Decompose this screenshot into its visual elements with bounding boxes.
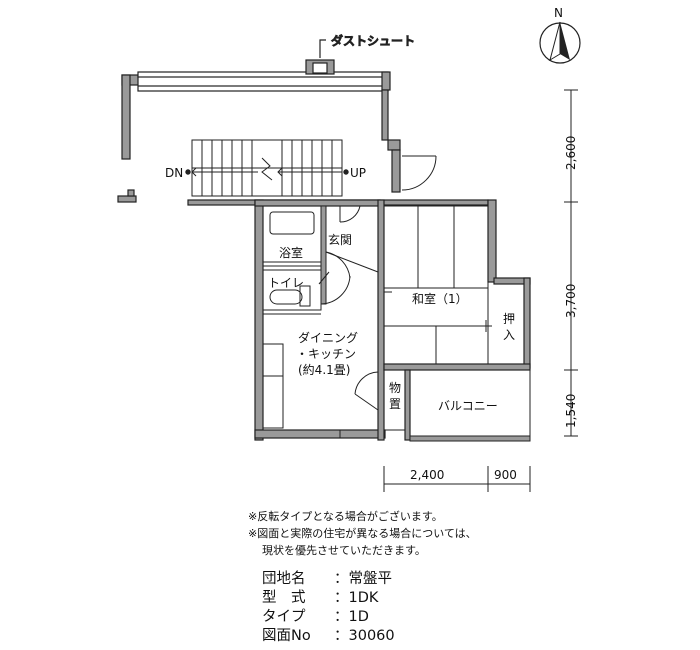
balcony [409,369,531,442]
dim-h-2: 900 [494,468,517,482]
toilet-room [262,269,351,315]
horizontal-dimension-line [383,466,531,492]
dk-label-line1: ダイニング [298,330,358,345]
dk-label-line3: (約4.1畳) [298,362,350,377]
dim-h-1: 2,400 [410,468,444,482]
washitsu-room [383,205,492,365]
floor-plan-drawing: ダストシュート DN UP [117,6,581,492]
balcony-label: バルコニー [438,399,498,413]
info-colon: ： [334,628,349,644]
stair-up-label: UP [350,166,366,180]
info-value: 1DK [348,590,379,606]
entrance-door [401,155,437,191]
vertical-dimension-line [564,89,578,437]
info-row-drawing-no: 図面No ： 30060 [262,627,395,646]
info-value: 30060 [348,628,395,644]
info-row-type-format: 型 式 ： 1DK [262,589,395,608]
north-label: N [554,6,563,20]
stair-down-label: DN [165,166,183,180]
dining-kitchen [262,343,379,438]
notes-block: ※反転タイプとなる場合がございます。 ※図面と実際の住宅が異なる場合については、… [248,508,477,559]
storage-label-top: 物 [389,381,401,395]
info-colon: ： [334,571,349,587]
genkan-area [325,205,379,279]
note-line-3: 現状を優先させていただきます。 [262,544,426,557]
storage-room [383,369,406,431]
corridor-walls [117,71,489,206]
info-value: 1D [348,609,369,625]
info-label: 団地名 [262,571,306,587]
info-table: 団地名 ： 常盤平 型 式 ： 1DK タイプ ： 1D 図面No ： 3006… [262,570,395,646]
info-row-danchi: 団地名 ： 常盤平 [262,570,395,589]
info-colon: ： [334,609,349,625]
washitsu-label: 和室（1） [412,291,468,306]
dim-v-2: 3,700 [564,284,578,318]
info-colon: ： [334,590,349,606]
dust-chute-label: ダストシュート [331,33,415,48]
note-line-1: ※反転タイプとなる場合がございます。 [248,510,443,523]
dust-chute: ダストシュート [305,32,416,75]
storage-label-bottom: 置 [389,397,401,411]
dk-label-line2: ・キッチン [296,347,356,361]
note-line-2: ※図面と実際の住宅が異なる場合については、 [248,527,477,540]
info-label: 図面No [262,628,311,644]
dim-v-3: 1,540 [564,394,578,428]
toilet-label: トイレ [268,276,304,290]
bathroom-label: 浴室 [279,245,303,260]
oshiire-label-bottom: 入 [503,328,515,342]
oshiire-label-top: 押 [503,312,515,326]
staircase [185,139,349,197]
info-row-type: タイプ ： 1D [262,608,395,627]
info-value: 常盤平 [348,571,393,587]
info-label: 型 式 [262,590,306,606]
info-label: タイプ [262,609,306,625]
dim-v-1: 2,600 [564,136,578,170]
genkan-label: 玄関 [328,232,352,247]
north-arrow-icon: N [539,6,581,64]
